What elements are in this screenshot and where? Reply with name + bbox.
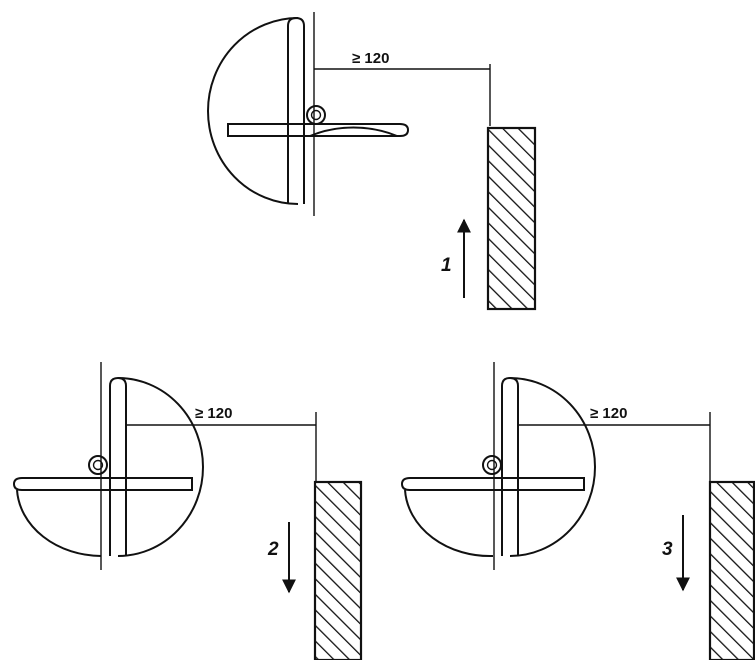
dimension-label-2: ≥ 120 [195,405,232,422]
door-assembly-3 [400,362,596,570]
hinge-icon-2 [88,455,108,475]
door-small-arc-1 [309,126,398,137]
hinge-inner-icon-2 [92,459,104,471]
door-small-arc-3 [404,489,494,558]
door-assembly-1 [207,12,410,216]
door-swing-arc-3 [509,377,596,557]
door-small-arc-2 [16,489,102,557]
view-number-2: 2 [267,539,279,560]
view-3: ≥ 120 3 [400,362,755,660]
view-2: ≥ 120 2 [12,362,363,660]
dimension-label-3: ≥ 120 [590,405,627,422]
door-swing-arc-1 [207,17,299,205]
door-leaf-horizontal-1 [227,123,410,137]
hinge-inner-icon-1 [310,109,322,121]
door-leaf-horizontal-2 [12,477,193,491]
dimension-label-1: ≥ 120 [352,50,389,67]
door-leaf-1 [287,16,305,204]
door-leaf-2 [109,376,127,556]
view-number-1: 1 [441,255,452,276]
hatched-wall-3 [708,480,755,660]
view-number-3: 3 [662,539,673,560]
hinge-inner-icon-3 [486,459,498,471]
door-leaf-3 [501,376,519,556]
door-swing-arc-2 [117,377,204,557]
hatched-wall-1 [486,126,537,311]
view-1: ≥ 120 1 [207,12,537,311]
hinge-icon-3 [482,455,502,475]
hatched-wall-2 [313,480,363,660]
hinge-icon-1 [306,105,326,125]
door-assembly-2 [12,362,204,570]
door-leaf-horizontal-3 [400,477,585,491]
